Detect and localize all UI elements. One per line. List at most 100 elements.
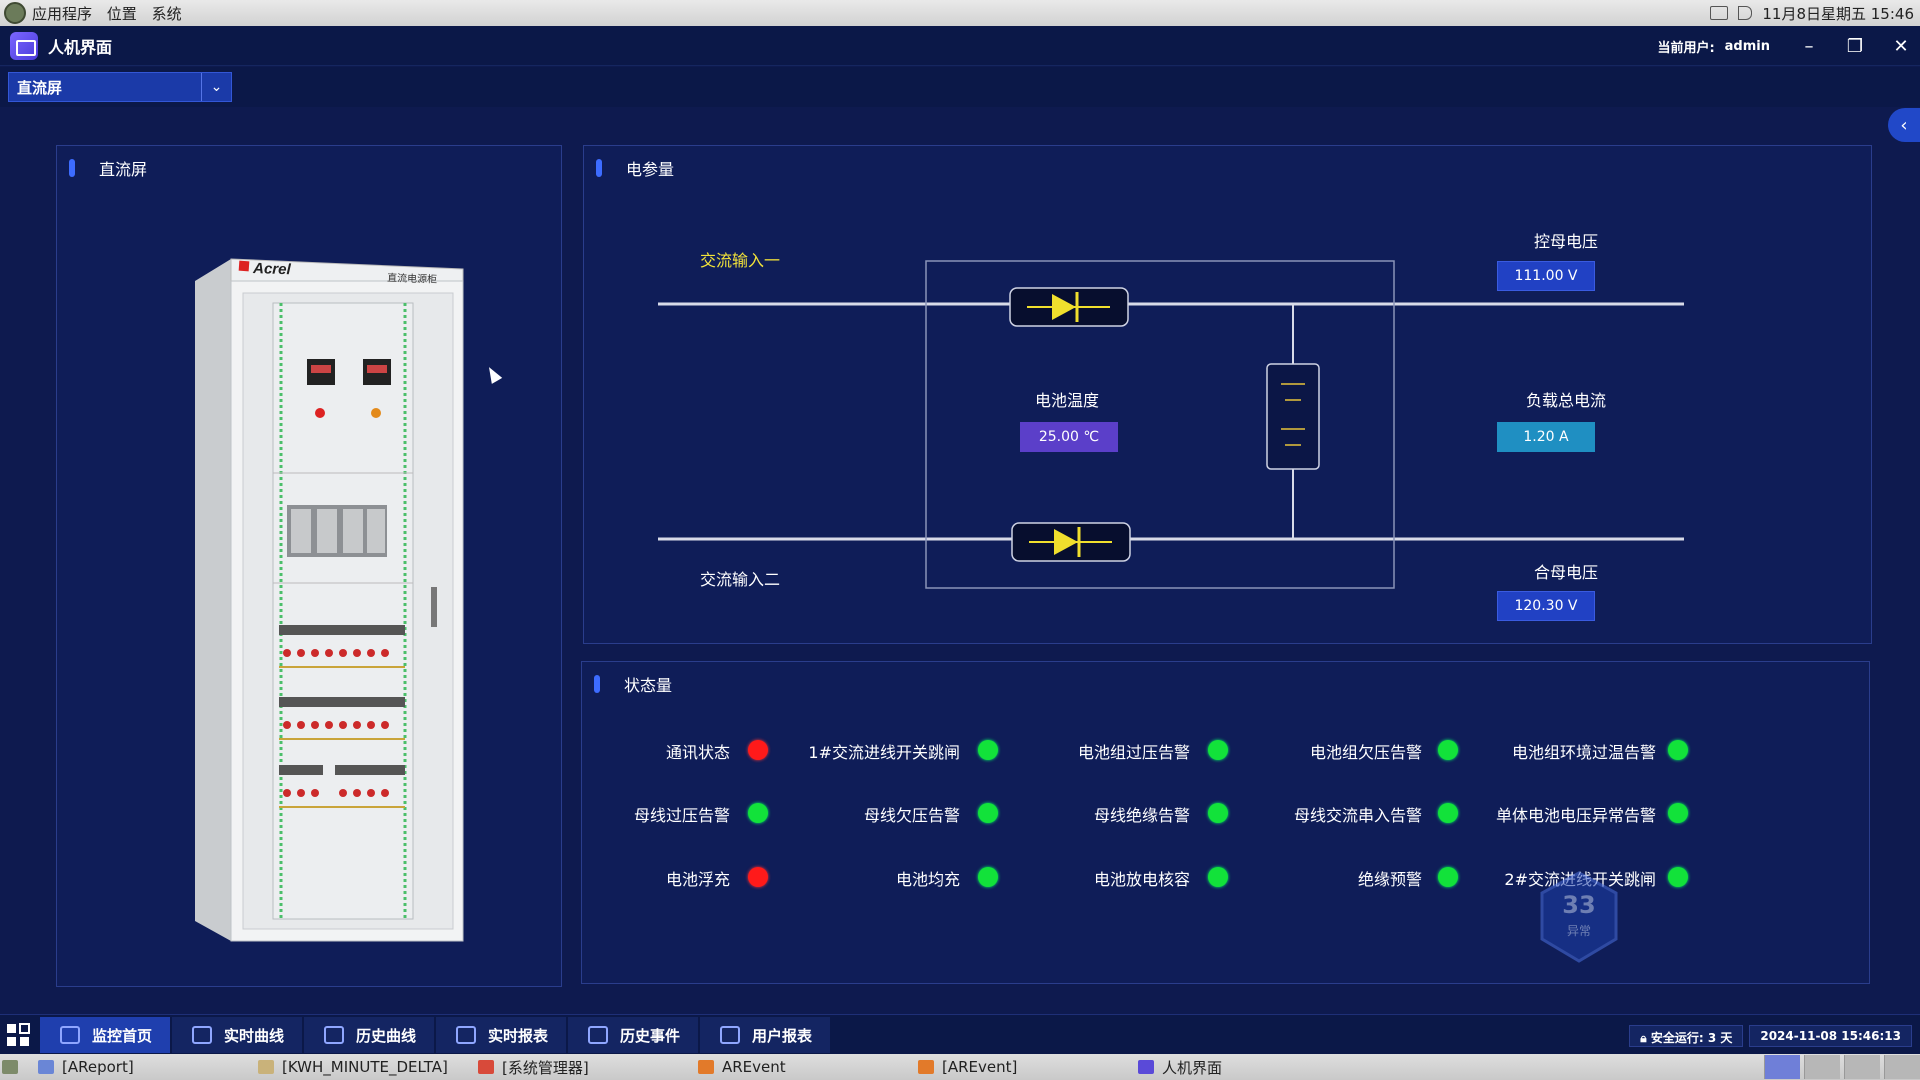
os-menu-system[interactable]: 系统: [151, 4, 182, 23]
status-label: 1#交流进线开关跳闸: [808, 743, 960, 762]
workspace-4[interactable]: [1884, 1055, 1920, 1079]
hmi-app-icon: [10, 31, 38, 60]
close-icon[interactable]: ✕: [1893, 35, 1909, 57]
nav-history-curve[interactable]: 历史曲线: [304, 1017, 434, 1053]
ac-input-2-label: 交流输入二: [700, 570, 781, 589]
nav-realtime-curve[interactable]: 实时曲线: [172, 1017, 302, 1053]
nav-realtime-report[interactable]: 实时报表: [436, 1017, 566, 1053]
history-curve-icon: [324, 1026, 344, 1044]
status-label: 电池组欠压告警: [1309, 743, 1422, 762]
footer-status: 🔒︎ 安全运行: 3 天 2024-11-08 15:46:13: [1629, 1025, 1912, 1047]
status-label: 母线过压告警: [633, 806, 730, 825]
show-desktop-icon[interactable]: [2, 1057, 26, 1077]
params-panel-title-text: 电参量: [626, 160, 675, 179]
status-indicator-green-icon: [1208, 867, 1228, 887]
mouse-cursor-icon: [483, 364, 503, 384]
status-label: 通讯状态: [665, 743, 730, 762]
status-label: 母线交流串入告警: [1293, 806, 1422, 825]
nav-label: 监控首页: [92, 1026, 153, 1045]
status-indicator-green-icon: [1668, 803, 1688, 823]
taskbar-window-button[interactable]: [AReport]: [38, 1057, 134, 1077]
cabinet-model: 直流电源柜: [387, 271, 437, 286]
realtime-curve-icon: [192, 1026, 212, 1044]
user-report-icon: [720, 1026, 740, 1044]
chevron-left-icon: ‹: [1900, 114, 1908, 136]
control-bus-label: 控母电压: [1533, 232, 1598, 251]
uptime-text: 安全运行: 3 天: [1650, 1031, 1733, 1045]
current-user: 当前用户: admin: [1657, 26, 1770, 66]
status-label: 电池组环境过温告警: [1511, 743, 1656, 762]
os-taskbar: [AReport] [KWH_MINUTE_DELTA] [系统管理器] AREven…: [0, 1054, 1920, 1080]
workspace-1[interactable]: [1764, 1055, 1800, 1079]
closing-bus-label: 合母电压: [1533, 563, 1598, 582]
keyboard-icon[interactable]: [1710, 6, 1729, 20]
current-user-name: admin: [1724, 38, 1770, 54]
volume-icon[interactable]: [1738, 6, 1753, 20]
load-current-label: 负载总电流: [1525, 391, 1606, 410]
taskbar-tray: [1764, 1055, 1920, 1079]
load-current-value: 1.20 A: [1497, 422, 1595, 452]
nav-user-report[interactable]: 用户报表: [700, 1017, 830, 1053]
dc-circuit-diagram: [658, 260, 1684, 589]
os-tray: 11月8日星期五 15:46: [1710, 0, 1914, 26]
taskbar-window-button[interactable]: 人机界面: [1138, 1057, 1222, 1077]
nav-history-events[interactable]: 历史事件: [568, 1017, 698, 1053]
title-accent-bar: [69, 159, 75, 177]
battery-temp-label: 电池温度: [1034, 391, 1099, 410]
os-clock[interactable]: 11月8日星期五 15:46: [1762, 4, 1914, 23]
nav-label: 实时曲线: [224, 1026, 285, 1045]
restore-icon[interactable]: ❐: [1846, 35, 1864, 57]
bottom-navigation: 监控首页 实时曲线 历史曲线实时报表历史事件 用户报表 🔒︎ 安全运行: 3 天 20…: [0, 1014, 1920, 1054]
app-titlebar: 人机界面 当前用户: admin – ❐ ✕: [0, 26, 1920, 66]
status-indicator-green-icon: [1668, 740, 1688, 760]
title-accent-bar: [596, 159, 602, 177]
uptime: 🔒︎ 安全运行: 3 天: [1629, 1025, 1744, 1047]
workspace-3[interactable]: [1844, 1055, 1880, 1079]
taskbar-window-label: [AREvent]: [942, 1058, 1018, 1076]
status-panel-title: 状态量: [594, 672, 672, 696]
status-panel-title-text: 状态量: [624, 676, 673, 695]
os-top-bar: 应用程序 位置 系统 11月8日星期五 15:46: [0, 0, 1920, 26]
os-menu-applications[interactable]: 应用程序: [32, 4, 93, 23]
os-menu-places[interactable]: 位置: [106, 4, 137, 23]
realtime-report-icon: [456, 1026, 476, 1044]
lock-icon: 🔒︎: [1640, 1031, 1651, 1045]
history-events-icon: [588, 1026, 608, 1044]
status-indicator-green-icon: [978, 740, 998, 760]
apps-grid-icon[interactable]: [6, 1023, 30, 1047]
window-icon: [38, 1060, 54, 1074]
alarm-count-badge[interactable]: 33 异常: [1538, 869, 1620, 965]
taskbar-window-button[interactable]: AREvent: [698, 1057, 786, 1077]
taskbar-window-button[interactable]: [AREvent]: [918, 1057, 1017, 1077]
params-panel: 电参量 交流输入一 交流输入二 电池温度 25.00 ℃ 控母电压 111.00…: [583, 145, 1872, 644]
taskbar-window-label: [系统管理器]: [502, 1058, 589, 1077]
chevron-down-icon[interactable]: ⌄: [201, 73, 231, 101]
window-icon: [1138, 1060, 1154, 1074]
status-indicator-green-icon: [1438, 803, 1458, 823]
current-user-label: 当前用户:: [1657, 40, 1715, 56]
status-label: 绝缘预警: [1357, 870, 1422, 889]
taskbar-window-label: AREvent: [722, 1058, 786, 1076]
taskbar-window-button[interactable]: [KWH_MINUTE_DELTA]: [258, 1057, 448, 1077]
window-icon: [258, 1060, 274, 1074]
nav-monitor-home[interactable]: 监控首页: [40, 1017, 170, 1053]
nav-label: 用户报表: [752, 1026, 813, 1045]
status-indicator-green-icon: [1438, 740, 1458, 760]
window-icon: [478, 1060, 494, 1074]
status-indicator-red-icon: [748, 867, 768, 887]
taskbar-window-button[interactable]: [系统管理器]: [478, 1057, 589, 1077]
taskbar-window-label: [AReport]: [62, 1058, 134, 1076]
alarm-count-label: 异常: [1567, 924, 1591, 938]
workspace-2[interactable]: [1804, 1055, 1840, 1079]
nav-label: 历史曲线: [356, 1026, 417, 1045]
cabinet-panel-title: 直流屏: [69, 156, 147, 180]
status-label: 电池浮充: [665, 870, 730, 889]
status-label: 母线绝缘告警: [1093, 806, 1190, 825]
os-logo-icon[interactable]: [4, 2, 26, 24]
status-label: 母线欠压告警: [863, 806, 960, 825]
window-controls: – ❐ ✕: [1800, 26, 1910, 66]
status-label: 电池均充: [895, 870, 960, 889]
screen-select[interactable]: 直流屏 ⌄: [8, 72, 232, 102]
collapse-panel-button[interactable]: ‹: [1888, 108, 1920, 142]
minimize-icon[interactable]: –: [1804, 35, 1814, 57]
